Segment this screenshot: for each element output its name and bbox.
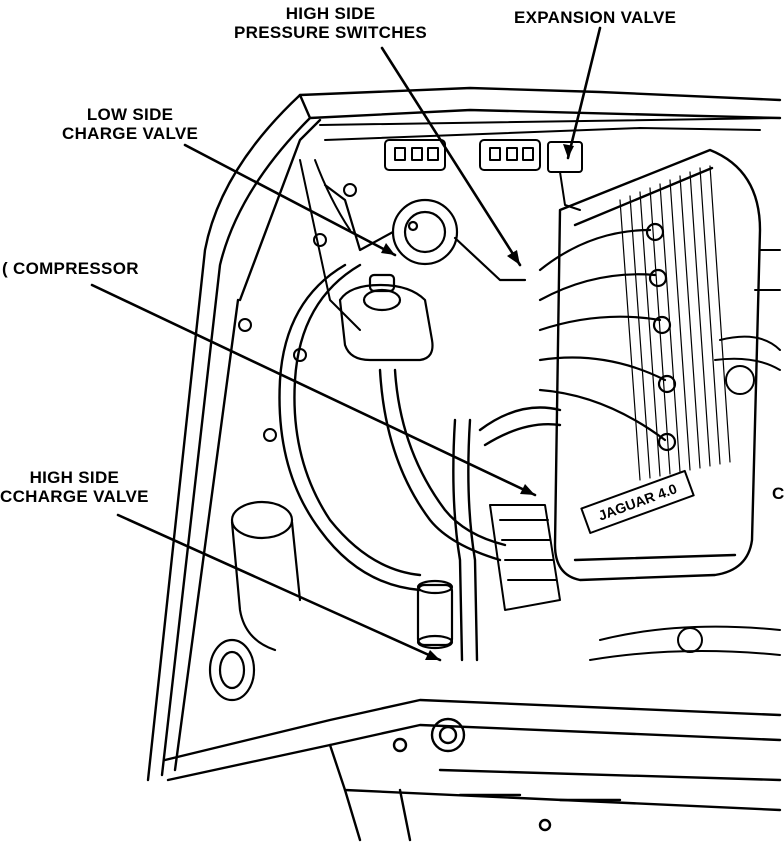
relay-blocks [384, 139, 583, 211]
label-high-side-pressure-switches-line1: HIGH SIDE [285, 4, 376, 23]
arrowhead-high-side-charge-valve [425, 650, 440, 660]
leader-arrowheads [381, 144, 574, 660]
label-high-side-charge-valve-line1: HIGH SIDE [29, 468, 120, 487]
label-high-side-charge-valve-line2: CHARGE VALVE [12, 487, 149, 506]
valve-cover-fins [619, 165, 731, 481]
compressor-body [323, 183, 527, 282]
label-expansion-valve: EXPANSION VALVE [514, 8, 676, 27]
right-engine-side [589, 249, 781, 661]
label-low-side-charge-valve-line1: LOW SIDE [86, 105, 174, 124]
label-high-side-charge-valve-prefix: C [0, 487, 13, 506]
label-compressor-text: COMPRESSOR [13, 259, 139, 278]
arrowhead-expansion-valve [563, 144, 574, 158]
label-high-side-charge-valve-line2-wrap: CCHARGE VALVE [0, 487, 149, 506]
engine-badge: JAGUAR 4.0 [580, 469, 695, 534]
label-compressor: ( COMPRESSOR [2, 259, 139, 278]
label-right-edge-fragment-text: C [772, 484, 784, 503]
reservoir [338, 273, 434, 362]
leader-lines [90, 26, 602, 662]
leader-high-side-charge-valve [116, 513, 442, 662]
label-low-side-charge-valve: LOW SIDE CHARGE VALVE [62, 105, 198, 143]
hoses [278, 263, 562, 662]
hood-outline [146, 86, 782, 782]
receiver-drier [416, 579, 454, 650]
label-high-side-pressure-switches-line2: PRESSURE SWITCHES [234, 23, 428, 42]
label-expansion-valve-text: EXPANSION VALVE [514, 8, 677, 27]
label-low-side-charge-valve-line2: CHARGE VALVE [62, 124, 199, 143]
coil-cluster [489, 504, 561, 611]
leader-expansion-valve [566, 26, 602, 160]
valve-cover [553, 148, 762, 582]
spark-plug-leads [538, 222, 677, 452]
arrowhead-compressor [520, 484, 535, 495]
engine-badge-text: JAGUAR 4.0 [596, 480, 679, 523]
washer-bottle [208, 500, 302, 702]
label-high-side-charge-valve: HIGH SIDE CCHARGE VALVE [0, 468, 149, 506]
arrowhead-low-side-charge-valve [381, 243, 395, 255]
label-compressor-prefix: ( [2, 259, 8, 278]
label-high-side-pressure-switches: HIGH SIDE PRESSURE SWITCHES [234, 4, 427, 42]
leader-high-side-pressure-switches [380, 46, 522, 267]
leader-compressor [90, 283, 537, 497]
arrowhead-high-side-pressure-switches [507, 250, 520, 265]
label-right-edge-fragment: C [772, 484, 784, 503]
front-crossmember [163, 698, 782, 842]
leader-low-side-charge-valve [183, 143, 397, 257]
